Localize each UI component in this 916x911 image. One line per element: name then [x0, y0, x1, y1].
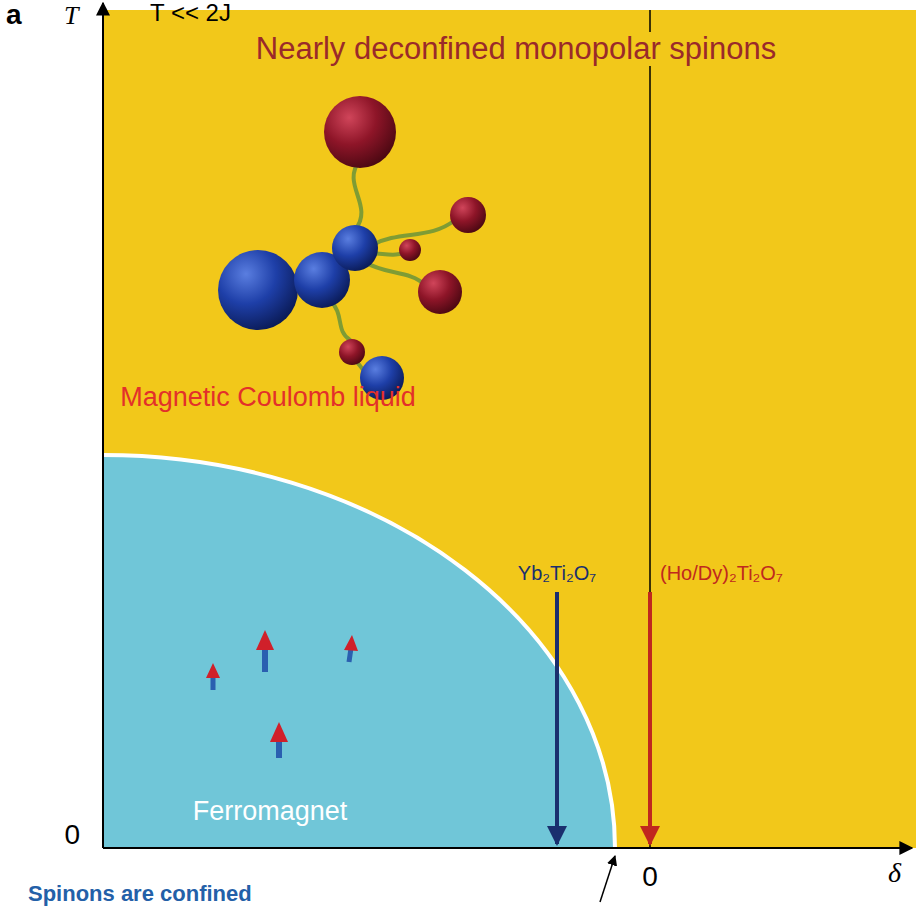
panel-letter: a [6, 0, 22, 31]
condition-note: T << 2J [150, 0, 231, 26]
tick-label: 0 [64, 820, 80, 851]
t-axis [102, 3, 104, 848]
material-label: Yb₂Ti₂O₇ [518, 562, 596, 584]
spin-arrows [206, 630, 358, 758]
leader-line [600, 856, 615, 902]
phase-label: Ferromagnet [190, 797, 351, 827]
coulomb-liquid-region: Nearly deconfined monopolar spinonsMagne… [103, 10, 916, 848]
dirac-strings [278, 160, 455, 372]
annotation: Spinons are confined [28, 882, 252, 906]
axis-label: T [64, 2, 78, 31]
cooling-arrow [555, 592, 559, 844]
zero-line [649, 10, 651, 848]
tick-label: 0 [642, 862, 658, 893]
axis-label: δ [888, 858, 901, 889]
phase-label: Magnetic Coulomb liquid [117, 383, 419, 413]
spinon-spheres [218, 96, 486, 400]
delta-axis [103, 847, 912, 849]
ferromagnet-region: Ferromagnet [103, 455, 615, 848]
cooling-arrow [648, 592, 652, 844]
material-label: (Ho/Dy)₂Ti₂O₇ [660, 562, 783, 584]
region-heading: Nearly deconfined monopolar spinons [253, 32, 779, 66]
ferromagnet-region-shape [103, 455, 615, 848]
